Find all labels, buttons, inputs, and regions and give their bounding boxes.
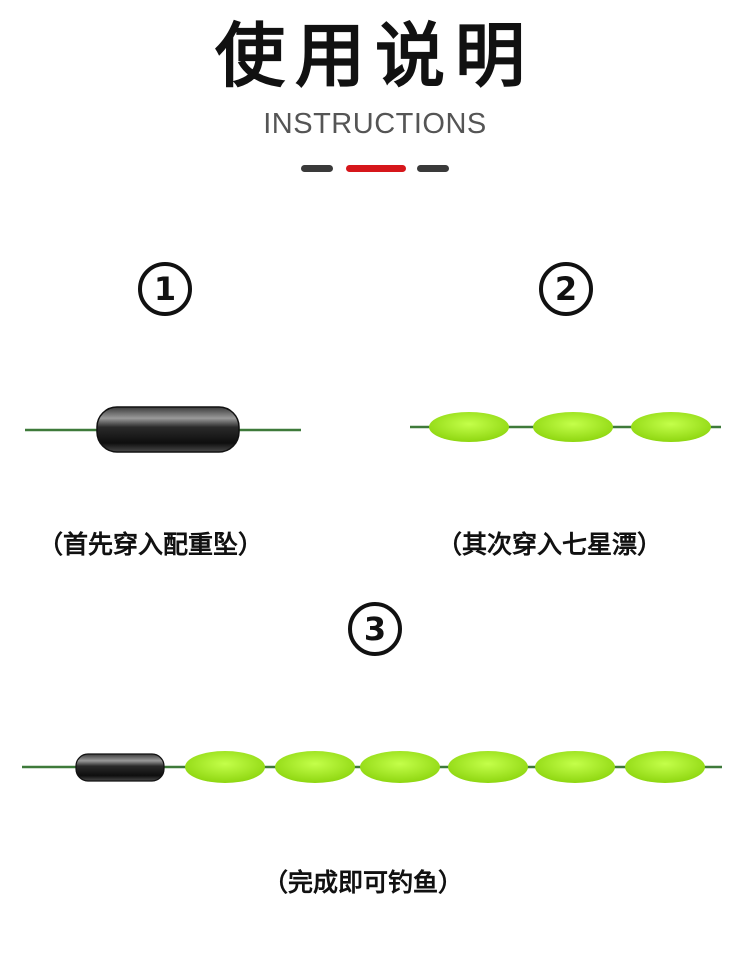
- step-3-illustration: [22, 751, 722, 783]
- page-subtitle: INSTRUCTIONS: [263, 108, 487, 140]
- step-1-caption: （首先穿入配重坠）: [38, 530, 264, 559]
- float-bead: [535, 751, 615, 783]
- step-3-number: 3: [348, 602, 402, 656]
- float-bead: [448, 751, 528, 783]
- step-1-number: 1: [138, 262, 192, 316]
- divider-right: [417, 165, 449, 172]
- step-1-illustration: [25, 406, 301, 453]
- divider-center: [346, 165, 406, 172]
- float-bead: [631, 412, 711, 442]
- float-bead: [625, 751, 705, 783]
- step-2-illustration: [410, 412, 721, 442]
- page-title: 使用说明: [215, 15, 535, 97]
- float-bead: [533, 412, 613, 442]
- step-2-caption: （其次穿入七星漂）: [437, 530, 663, 559]
- float-bead: [185, 751, 265, 783]
- float-bead: [360, 751, 440, 783]
- step-2-number: 2: [539, 262, 593, 316]
- divider-left: [301, 165, 333, 172]
- float-bead: [275, 751, 355, 783]
- sinker-weight: [96, 406, 240, 453]
- float-bead: [429, 412, 509, 442]
- step-3-caption: （完成即可钓鱼）: [263, 868, 464, 897]
- sinker-weight: [75, 753, 165, 782]
